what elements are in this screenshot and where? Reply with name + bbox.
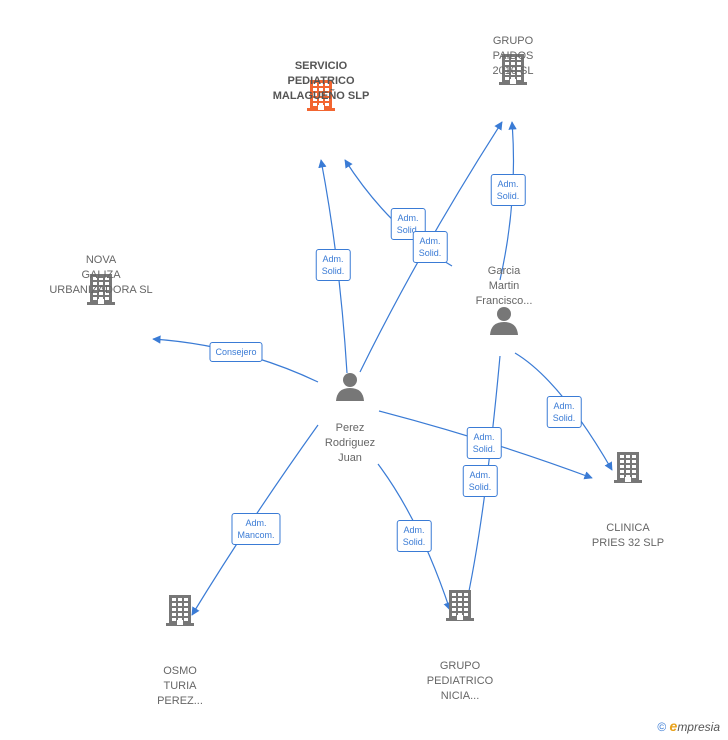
node-label-osmo[interactable]: OSMO TURIA PEREZ...	[157, 665, 203, 707]
node-label-nova[interactable]: NOVA GALIZA URBANIZADORA SL	[49, 254, 153, 296]
person-icon-garcia[interactable]	[488, 305, 520, 340]
building-icon-clinica[interactable]	[612, 450, 644, 489]
edge-role-badge-e10[interactable]: Adm. Mancom.	[231, 513, 281, 545]
building-icon-paidos[interactable]	[497, 52, 529, 91]
empresia-logo-initial: e	[669, 718, 678, 734]
edge-role-badge-e8[interactable]: Adm. Solid.	[462, 465, 498, 497]
building-icon-osmo[interactable]	[164, 593, 196, 632]
edge-role-badge-e7[interactable]: Adm. Solid.	[466, 427, 502, 459]
edge-role-badge-e4[interactable]: Adm. Solid.	[490, 174, 526, 206]
edge-garcia-to-nicia	[462, 355, 501, 611]
edge-role-badge-e6[interactable]: Adm. Solid.	[546, 396, 582, 428]
building-icon-servicio[interactable]	[305, 78, 337, 117]
node-label-clinica[interactable]: CLINICA PRIES 32 SLP	[591, 522, 665, 549]
empresia-logo-text: mpresia	[677, 720, 720, 734]
node-label-servicio[interactable]: SERVICIO PEDIATRICO MALAGUEÑO SLP	[272, 60, 370, 102]
node-label-paidos[interactable]: GRUPO PAIDOS 2010 SL	[492, 35, 534, 77]
edge-role-badge-e3[interactable]: Adm. Solid.	[412, 231, 448, 263]
edge-garcia-to-clinica	[514, 352, 613, 471]
copyright-icon: ©	[657, 720, 667, 734]
building-icon-nova[interactable]	[85, 272, 117, 311]
person-icon-perez[interactable]	[334, 371, 366, 406]
building-icon-nicia[interactable]	[444, 588, 476, 627]
node-label-nicia[interactable]: GRUPO PEDIATRICO NICIA...	[426, 660, 494, 702]
edge-role-badge-e5[interactable]: Consejero	[209, 342, 263, 362]
edge-role-badge-e9[interactable]: Adm. Solid.	[396, 520, 432, 552]
empresia-watermark: © empresia	[657, 718, 720, 734]
edge-role-badge-e1[interactable]: Adm. Solid.	[315, 249, 351, 281]
node-label-garcia[interactable]: Garcia Martin Francisco...	[475, 265, 533, 307]
node-label-perez[interactable]: Perez Rodriguez Juan	[324, 422, 376, 464]
